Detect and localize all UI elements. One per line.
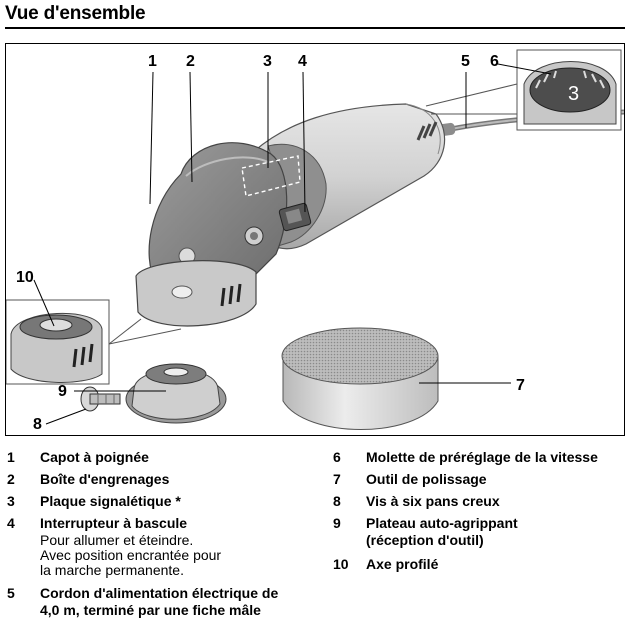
callout-7: 7 xyxy=(516,377,525,394)
legend-label: (réception d'outil) xyxy=(366,532,484,548)
page-title: Vue d'ensemble xyxy=(5,3,146,24)
legend-num: 2 xyxy=(7,471,15,487)
legend-left: 1 Capot à poignée 2 Boîte d'engrenages 3… xyxy=(7,449,307,624)
legend-label: 4,0 m, terminé par une fiche mâle xyxy=(40,602,261,618)
speed-dial-inset: 3 xyxy=(425,49,622,131)
hex-screw xyxy=(80,386,121,412)
polishing-pad xyxy=(281,327,439,430)
polisher-illustration: 3 xyxy=(6,49,624,433)
legend-num: 4 xyxy=(7,515,15,531)
legend-desc: la marche permanente. xyxy=(40,562,184,578)
legend-num: 1 xyxy=(7,449,15,465)
legend-label: Vis à six pans creux xyxy=(366,493,500,509)
backing-pad xyxy=(125,363,227,424)
legend-num: 6 xyxy=(333,449,341,465)
legend-right: 6 Molette de préréglage de la vitesse 7 … xyxy=(333,449,628,589)
callout-4: 4 xyxy=(298,53,307,70)
legend-num: 5 xyxy=(7,585,15,601)
legend-label: Axe profilé xyxy=(366,556,439,572)
callout-2: 2 xyxy=(186,53,195,70)
title-divider xyxy=(5,27,625,29)
callout-10: 10 xyxy=(16,269,34,286)
speed-dial-value: 3 xyxy=(568,83,579,105)
spindle-inset xyxy=(6,299,182,385)
legend-num: 9 xyxy=(333,515,341,531)
legend-label: Capot à poignée xyxy=(40,449,149,465)
legend-num: 7 xyxy=(333,471,341,487)
legend-label: Plateau auto-agrippant xyxy=(366,515,518,531)
callout-1: 1 xyxy=(148,53,157,70)
legend-label: Outil de polissage xyxy=(366,471,487,487)
legend-label: Plaque signalétique * xyxy=(40,493,181,509)
tool-overview-figure: 3 xyxy=(5,43,625,436)
legend-label: Interrupteur à bascule xyxy=(40,515,188,531)
gear-box xyxy=(135,260,257,327)
callout-leaders xyxy=(33,63,552,425)
legend-label: Cordon d'alimentation électrique de xyxy=(40,585,279,601)
housing-vents xyxy=(416,121,438,141)
callout-6: 6 xyxy=(490,53,499,70)
legend-label: Boîte d'engrenages xyxy=(40,471,170,487)
nameplate-outline xyxy=(241,155,301,197)
legend-label: Molette de préréglage de la vitesse xyxy=(366,449,598,465)
legend-num: 8 xyxy=(333,493,341,509)
legend-num: 10 xyxy=(333,556,349,572)
legend-desc: Avec position encrantée pour xyxy=(40,547,222,563)
callout-8: 8 xyxy=(33,416,42,433)
legend-num: 3 xyxy=(7,493,15,509)
callout-5: 5 xyxy=(461,53,470,70)
callout-9: 9 xyxy=(58,383,67,400)
callout-3: 3 xyxy=(263,53,272,70)
legend-desc: Pour allumer et éteindre. xyxy=(40,532,194,548)
